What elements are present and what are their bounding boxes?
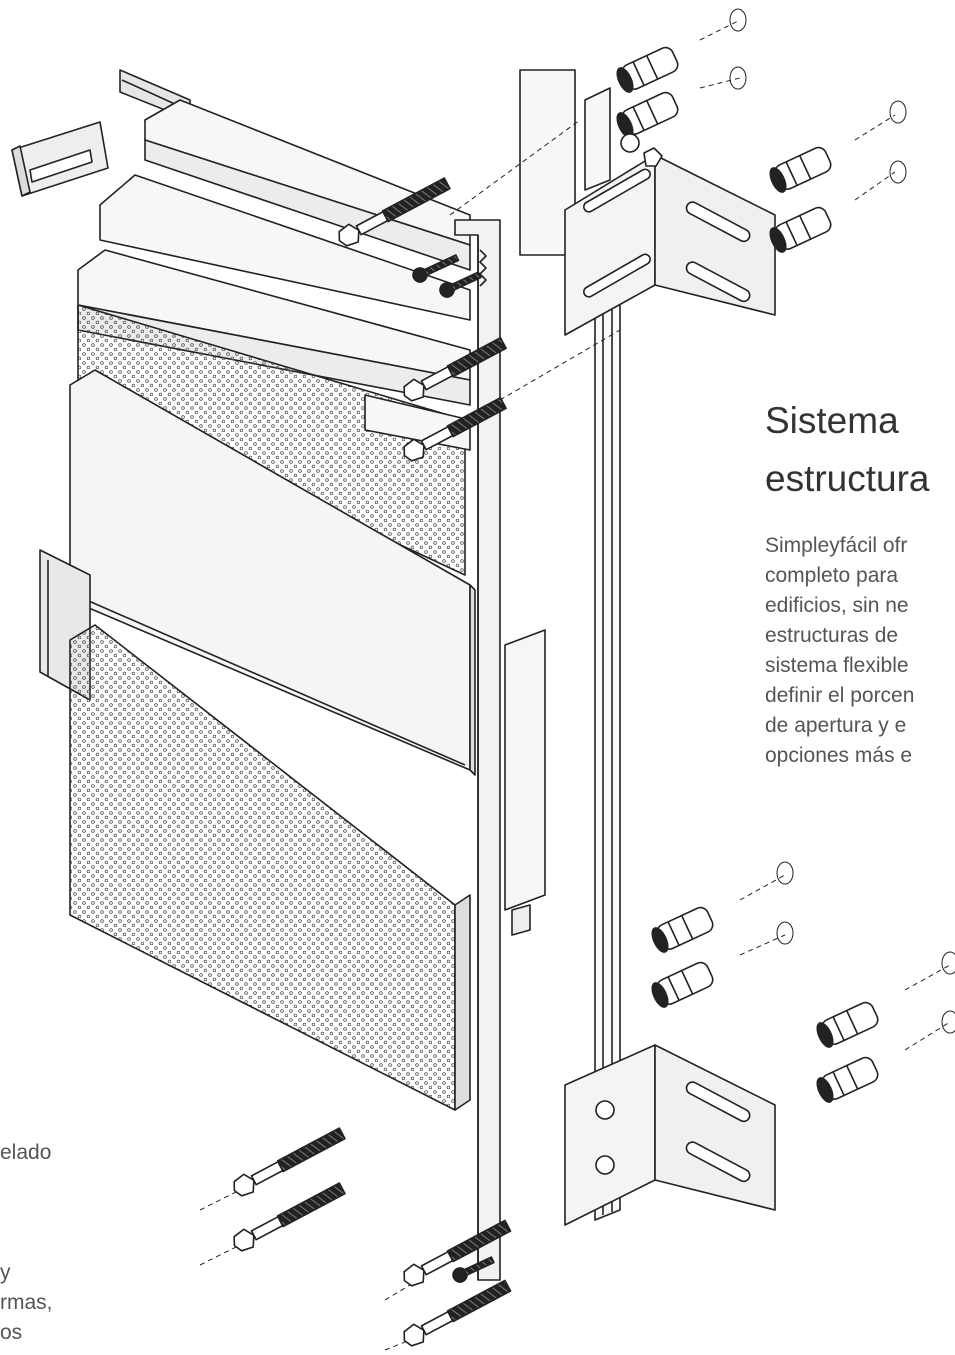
left-text-line: rmas, [0,1291,53,1314]
wall-anchor [616,91,679,138]
hex-bolt [233,1182,346,1252]
hex-nut [643,147,663,167]
vertical-guide-rail [594,299,621,1221]
description-line: edificios, sin ne [765,594,909,617]
left-text-fragment: elado y rmas, os [0,1138,53,1348]
perforated-panel-lower [69,624,471,1111]
perforated-panel-upper [77,304,466,576]
description-paragraph: Simpleyfácil ofr completo para edificios… [765,531,914,771]
description-line: definir el porcen [765,684,915,707]
screw [412,254,460,283]
section-heading: Sistema estructura [765,392,930,508]
wall-anchor [816,1001,879,1048]
description-line: sistema flexible [765,654,909,677]
slat-panel-2 [99,174,471,321]
top-l-bracket [564,154,776,336]
wall-anchor [816,1056,879,1103]
assembly-guide-lines [199,19,951,1351]
description-line: Simpleyfácil ofr [765,534,908,557]
description-line: opciones más e [765,744,913,767]
wall-anchor [769,146,832,193]
wall-anchor [616,46,679,93]
left-text-line: elado [0,1141,52,1164]
hole-markers [729,8,955,1034]
hex-bolt [233,1127,346,1197]
screw [452,1256,495,1283]
heading-line-1: Sistema [765,400,899,441]
wall-anchor [769,206,832,253]
description-line: estructuras de [765,624,899,647]
wall-anchor [651,961,714,1008]
hex-bolt [403,1219,512,1287]
end-cap-piece [11,121,109,197]
hex-bolt [338,177,451,247]
clip-piece [504,629,546,936]
wall-anchor [651,906,714,953]
description-line: de apertura y e [765,714,907,737]
left-text-line: os [0,1321,23,1344]
description-line: completo para [765,564,899,587]
bottom-l-bracket [564,1044,776,1226]
hex-bolt [403,396,507,462]
washer [620,133,640,153]
hex-bolt [403,336,507,402]
left-text-line: y [0,1261,11,1284]
top-connector-channel [519,69,611,256]
screw [439,271,482,298]
hex-bolt [403,1279,512,1347]
heading-line-2: estructura [765,458,930,499]
